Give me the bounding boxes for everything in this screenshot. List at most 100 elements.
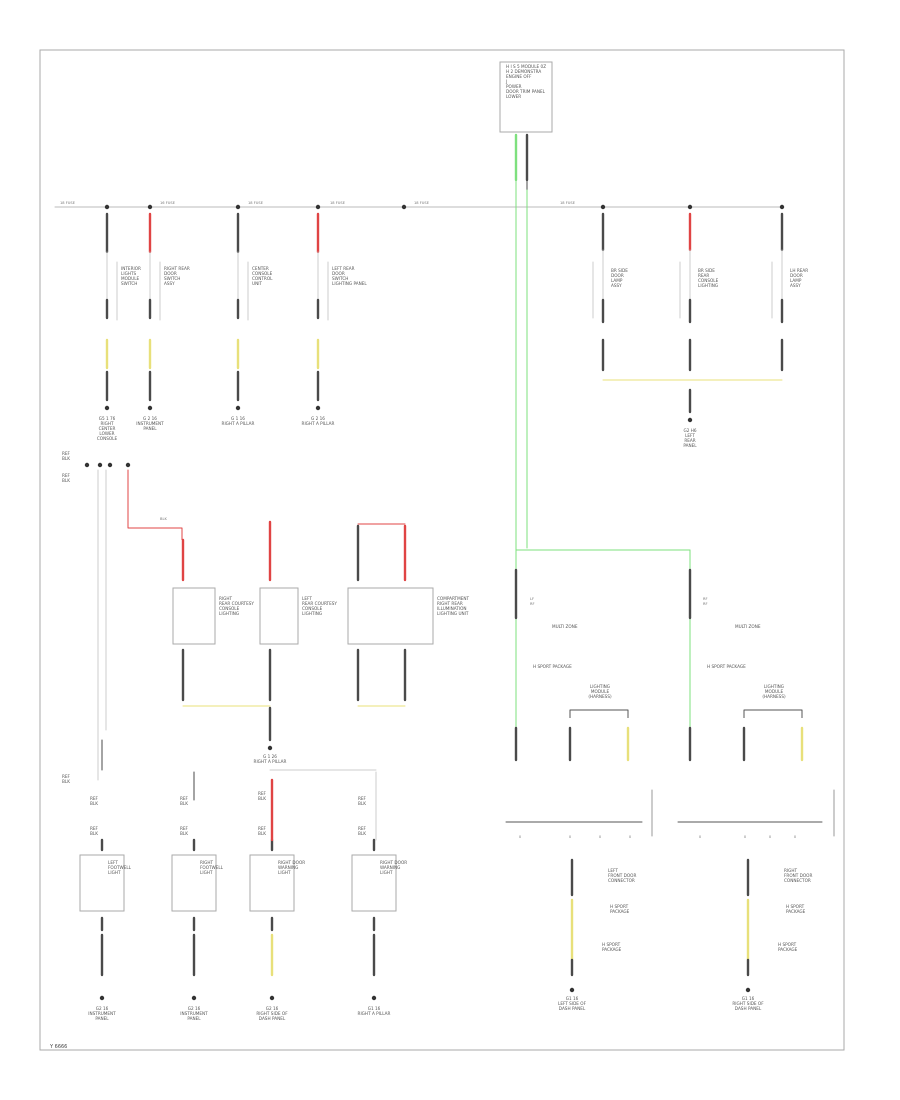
mid-component-label: RIGHT REAR [437, 601, 463, 606]
connector-dot [97, 462, 103, 468]
bottom-component-label: LIGHT [200, 870, 213, 875]
connector-label: BLK [62, 456, 70, 461]
door-module-label: CONNECTOR [608, 878, 635, 883]
ground-dot [371, 995, 377, 1001]
top-ground-label: RIGHT [100, 421, 114, 426]
hub-module-label: DOOR TRIM PANEL [506, 89, 546, 94]
wire-tag: BLK [160, 517, 167, 521]
lighting-connector-label: MODULE [591, 689, 610, 694]
hub-module-label: POWER [506, 84, 522, 89]
mid-component-label: LIGHTING [302, 611, 322, 616]
connector-dot [125, 462, 131, 468]
diagram-frame [39, 49, 845, 1051]
bus-tag: 18 FUSE [330, 201, 346, 205]
sport-label: H SPORT PACKAGE [533, 664, 572, 669]
door-ground-label: G1 16 [742, 996, 755, 1001]
right-component-label: DOOR [611, 273, 624, 278]
mid-ground-label: RIGHT A PILLAR [254, 759, 287, 764]
connector-label: REF [62, 774, 71, 779]
door-ground-label: G1 16 [566, 996, 579, 1001]
bottom-component-box [79, 854, 125, 912]
ground-dot [745, 987, 751, 993]
top-ground-label: G 2 16 [311, 416, 325, 421]
door-pack-label: H SPORT [610, 904, 629, 909]
top-component-label: LEFT REAR [332, 266, 355, 271]
wire-layer [54, 133, 835, 1001]
top-component-label: INTERIOR [121, 266, 141, 271]
bus-junction [687, 204, 693, 210]
mid-component-label: ILLUMINATION [437, 606, 467, 611]
connector-label: BLK [180, 801, 188, 806]
door-pack-label: PACKAGE [610, 909, 630, 914]
pin-label: 0 [744, 835, 747, 839]
ground-dot [315, 405, 321, 411]
bottom-ground-label: G2 16 [266, 1006, 279, 1011]
right-component-label: LH REAR [790, 268, 808, 273]
door-module-label: RIGHT [784, 868, 798, 873]
mid-component-label: LIGHTING [219, 611, 239, 616]
mid-component-box [172, 587, 216, 645]
bottom-ground-label: INSTRUMENT [88, 1011, 116, 1016]
hub-module-box [499, 61, 553, 133]
ground-dot [191, 995, 197, 1001]
pin-label: 0 [699, 835, 702, 839]
connector-dot [107, 462, 113, 468]
top-component-label: MODULE [121, 276, 140, 281]
bus-junction [401, 204, 407, 210]
bottom-ground-label: RIGHT SIDE OF [256, 1011, 288, 1016]
top-ground-label: PANEL [143, 426, 157, 431]
bottom-component-label: WARNING [380, 865, 400, 870]
right-ground-label: PANEL [683, 443, 697, 448]
pin-label: 0 [794, 835, 797, 839]
connector-label: REF [62, 451, 71, 456]
right-component-label: LAMP [611, 278, 623, 283]
top-component-label: DOOR [164, 271, 177, 276]
bottom-component-label: LIGHT [108, 870, 121, 875]
door-ground-label: DASH PANEL [559, 1006, 586, 1011]
mid-row-label: MULTI ZONE [735, 624, 761, 629]
bottom-ground-label: G2 16 [188, 1006, 201, 1011]
door-pack-label: PACKAGE [786, 909, 806, 914]
right-component-label: DOOR [790, 273, 803, 278]
ground-dot [267, 745, 273, 751]
mid-ground-label: G 1 26 [263, 754, 277, 759]
bus-junction [600, 204, 606, 210]
top-ground-label: RIGHT A PILLAR [222, 421, 255, 426]
mid-component-label: CONSOLE [302, 606, 323, 611]
top-ground-label: LOWER [99, 431, 114, 436]
door-ground-label: DASH PANEL [735, 1006, 762, 1011]
top-ground-label: INSTRUMENT [136, 421, 164, 426]
connector-label: REF [258, 826, 267, 831]
door-pack-label: H SPORT [778, 942, 797, 947]
connector-label: BLK [358, 801, 366, 806]
right-component-label: BR SIDE [611, 268, 628, 273]
lighting-connector-label: LIGHTING [764, 684, 784, 689]
red-wire [127, 520, 183, 540]
connector-label: REF [358, 826, 367, 831]
right-ground-label: LEFT [685, 433, 695, 438]
ground-dot [99, 995, 105, 1001]
bottom-component-label: LIGHT [380, 870, 393, 875]
top-ground-label: CENTER [99, 426, 116, 431]
right-component-label: BR SIDE [698, 268, 715, 273]
hub-module-label: J [505, 79, 507, 84]
mid-component-label: CONSOLE [219, 606, 240, 611]
bus-tag: 18 FUSE [414, 201, 430, 205]
connector-label: BLK [90, 801, 98, 806]
door-module-label: LEFT [608, 868, 618, 873]
right-component-label: ASSY [790, 283, 801, 288]
pin-label: 0 [519, 835, 522, 839]
bottom-ground-label: PANEL [95, 1016, 109, 1021]
lighting-connector-bracket [569, 709, 629, 718]
right-component-label: CONSOLE [698, 278, 719, 283]
pin-label: 0 [569, 835, 572, 839]
hub-module-label: H I S 5 MODULE 0Z [506, 64, 546, 69]
top-component-label: CONSOLE [252, 271, 273, 276]
connector-label: REF [90, 826, 99, 831]
door-ground-label: LEFT SIDE OF [558, 1001, 587, 1006]
lighting-connector-label: LIGHTING [590, 684, 610, 689]
bottom-component-box [171, 854, 217, 912]
bottom-component-box [249, 854, 295, 912]
